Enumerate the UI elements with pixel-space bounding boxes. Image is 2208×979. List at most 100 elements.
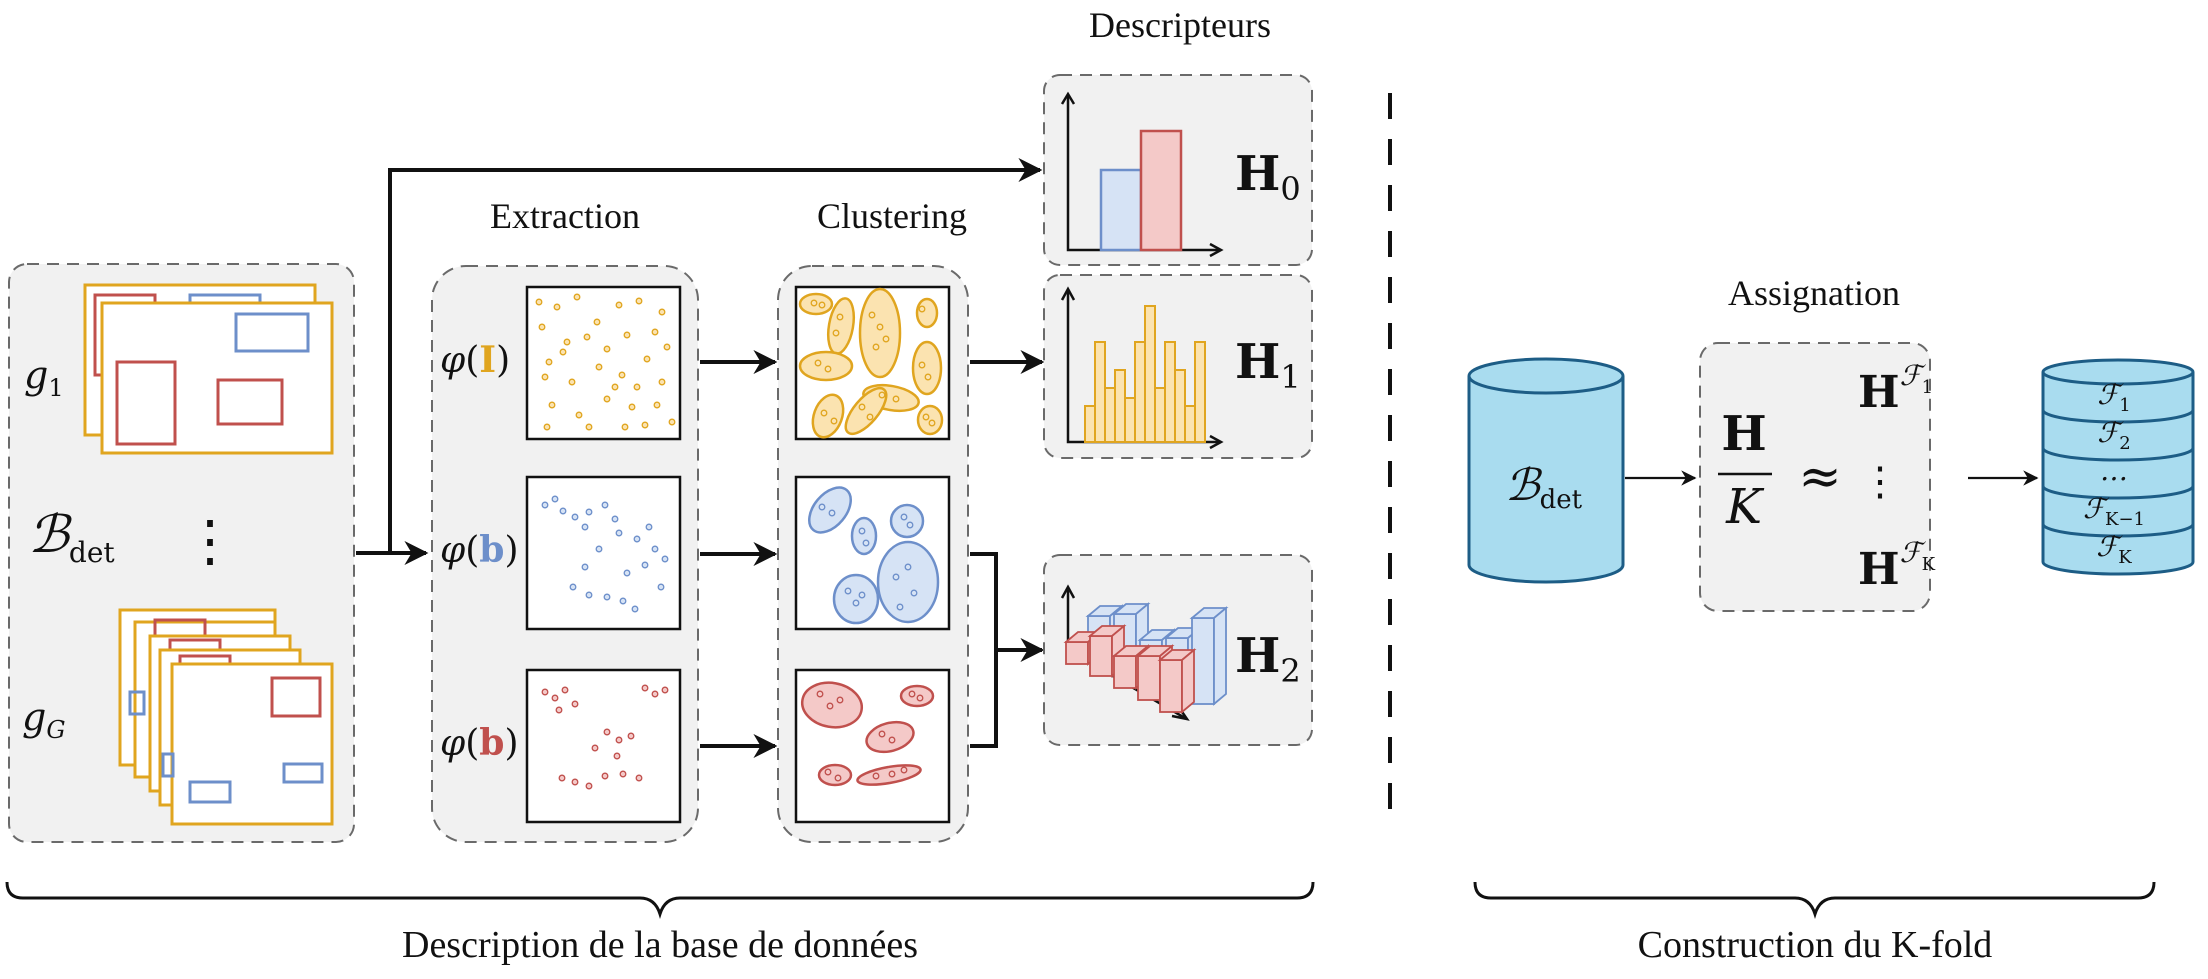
h1-bar — [1114, 369, 1126, 443]
extraction-point-blue — [657, 583, 665, 591]
extraction-point-orange — [545, 358, 553, 366]
cluster-point-orange — [818, 301, 826, 309]
extraction-point-orange — [563, 338, 571, 346]
extraction-point-red — [641, 684, 649, 692]
header-descripteurs: Descripteurs — [1089, 5, 1271, 45]
extraction-point-orange — [568, 378, 576, 386]
extraction-point-orange — [553, 303, 561, 311]
extraction-point-red — [561, 686, 569, 694]
extraction-point-orange — [621, 423, 629, 431]
extraction-point-blue — [595, 545, 603, 553]
extraction-scatter-blue — [525, 475, 682, 631]
cluster-point-blue — [858, 591, 866, 599]
extraction-point-blue — [581, 563, 589, 571]
extraction-point-red — [541, 688, 549, 696]
cluster-point-orange — [836, 313, 844, 321]
extraction-point-orange — [585, 423, 593, 431]
cluster-point-orange — [820, 409, 828, 417]
extraction-point-blue — [559, 507, 567, 515]
extraction-point-red — [601, 772, 609, 780]
extraction-points-orange — [535, 293, 676, 431]
fold-label: … — [2100, 454, 2128, 487]
cluster-point-orange — [868, 311, 876, 319]
h1-y-arrowhead — [1060, 286, 1076, 301]
extraction-point-orange — [548, 401, 556, 409]
fold-divider — [2041, 523, 2195, 538]
cluster-point-orange — [924, 373, 932, 381]
extraction-point-orange — [653, 401, 661, 409]
extraction-point-orange — [603, 395, 611, 403]
label-gG: gG — [22, 695, 66, 744]
extraction-points-blue — [541, 495, 669, 613]
cluster-point-orange — [814, 359, 822, 367]
label-g1: g1 — [24, 353, 64, 402]
cluster-points-blue — [818, 503, 918, 611]
extraction-point-red — [635, 774, 643, 782]
extraction-label-blue-boxes: φ(b) — [440, 529, 518, 571]
h1-bar — [1154, 387, 1166, 443]
cluster-point-orange — [918, 305, 926, 313]
cluster-point-red — [888, 736, 896, 744]
h2-bar — [1089, 635, 1113, 677]
extraction-point-orange — [658, 378, 666, 386]
extraction-point-red — [603, 728, 611, 736]
extraction-points-red — [541, 684, 669, 790]
h1-bar — [1134, 341, 1146, 443]
cluster-point-red — [888, 770, 896, 778]
cluster-point-orange — [858, 403, 866, 411]
dataset-vdots: ⋮ — [182, 509, 238, 574]
cluster-point-orange — [866, 413, 874, 421]
fold-stack-top — [2041, 358, 2195, 386]
h2-y-arrowhead — [1060, 584, 1076, 599]
h1-bar — [1144, 305, 1156, 443]
extraction-point-orange — [663, 343, 671, 351]
h0-bar-red — [1139, 129, 1183, 252]
cluster-point-red — [916, 694, 924, 702]
cluster-point-red — [836, 696, 844, 704]
extraction-point-orange — [575, 411, 583, 419]
cluster-point-red — [900, 766, 908, 774]
h1-histogram — [1084, 305, 1206, 443]
extraction-point-orange — [623, 331, 631, 339]
cluster-point-orange — [832, 329, 840, 337]
h2-3d-histogram — [1063, 602, 1229, 714]
cluster-point-orange — [810, 299, 818, 307]
extraction-point-red — [555, 706, 563, 714]
extraction-point-red — [558, 774, 566, 782]
h-fk-label: HℱK — [1858, 536, 1936, 595]
cluster-point-blue — [906, 521, 914, 529]
extraction-point-red — [613, 752, 621, 760]
cluster-point-orange — [922, 413, 930, 421]
extraction-point-orange — [595, 363, 603, 371]
extraction-point-red — [571, 778, 579, 786]
fraction-denominator: K — [1725, 479, 1765, 535]
database-cylinder — [1467, 357, 1625, 584]
h1-bar — [1184, 405, 1196, 443]
extraction-point-orange — [583, 333, 591, 341]
extraction-point-blue — [585, 508, 593, 516]
extraction-point-red — [551, 694, 559, 702]
header-assignation: Assignation — [1728, 273, 1900, 313]
h1-bar — [1124, 397, 1136, 443]
brace-construction — [1473, 881, 2156, 920]
extraction-point-red — [627, 732, 635, 740]
h1-bar — [1194, 341, 1206, 443]
cluster-point-red — [826, 702, 834, 710]
h0-y-arrowhead — [1060, 91, 1076, 105]
extraction-point-blue — [611, 515, 619, 523]
extraction-point-red — [585, 782, 593, 790]
cluster-point-red — [872, 772, 880, 780]
extraction-point-orange — [541, 373, 549, 381]
extraction-point-blue — [571, 513, 579, 521]
extraction-point-orange — [658, 308, 666, 316]
extraction-point-blue — [631, 605, 639, 613]
cluster-point-blue — [900, 513, 908, 521]
extraction-point-orange — [643, 355, 651, 363]
cluster-point-blue — [828, 509, 836, 517]
extraction-point-red — [591, 744, 599, 752]
label-bdet-dataset: ℬdet — [28, 505, 115, 569]
extraction-point-orange — [635, 297, 643, 305]
cluster-points-orange — [810, 299, 936, 427]
fold-label: ℱK−1 — [2083, 492, 2145, 530]
